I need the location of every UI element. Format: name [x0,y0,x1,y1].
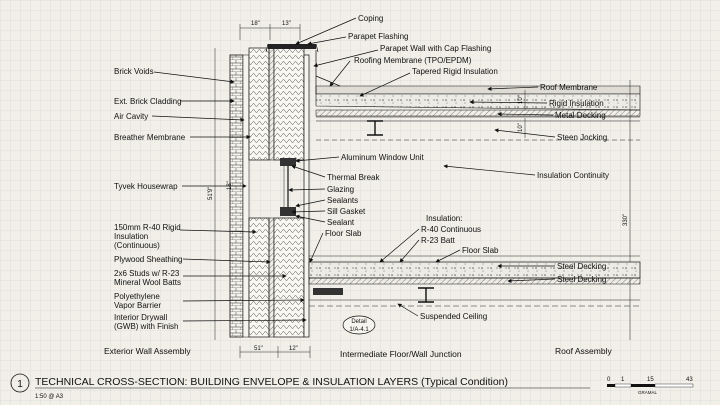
sheathing-lower [268,217,275,338]
label-studs-2: Mineral Wool Batts [114,278,181,287]
drywall-layer [303,54,310,338]
label-vapor-barrier: Vapor Barrier [114,301,161,310]
label-insulation-continuity: Insulation Continuity [537,171,609,180]
label-studs: 2x6 Studs w/ R-23 [114,269,180,278]
leader-lines [151,17,556,323]
rigid-insulation-lower [248,217,270,338]
detail-callout-title: Detail [351,319,366,325]
label-roof-membrane: Roof Membrane [540,83,598,92]
label-sealants: Sealants [327,196,358,205]
dim-roof-height: 330" [623,214,629,226]
right-labels: Roof Membrane Rigid Insulation Metal Dec… [537,83,609,284]
section-title-floor: Intermediate Floor/Wall Junction [340,349,462,359]
label-metal-decking: Metal Decking [555,111,606,120]
label-parapet-flashing: Parapet Flashing [348,32,408,41]
label-rigid-insulation-right: Rigid Insulation [549,99,604,108]
dim-roof-a: 10" [518,95,524,104]
dim-overall-height: 51'9" [208,187,214,200]
dim-roof-b: 10" [518,123,524,132]
label-thermal-break: Thermal Break [327,173,380,182]
label-drywall-2: (GWB) with Finish [114,322,178,331]
label-tyvek-housewrap: Tyvek Housewrap [114,182,178,191]
label-rigid-insulation: 150mm R-40 Rigid [114,223,181,232]
left-labels: Brick Voids Ext. Brick Cladding Air Cavi… [114,67,186,331]
drawing-number-circle [10,373,30,393]
edge-angle [313,288,343,295]
label-floor-slab-2: Floor Slab [462,246,499,255]
dim-top-left: 18" [251,21,260,27]
title-block: 1 TECHNICAL CROSS-SECTION: BUILDING ENVE… [10,373,590,400]
label-rigid-insulation-3: (Continuous) [114,241,160,250]
section-title-exterior: Exterior Wall Assembly [104,346,191,356]
label-floor-slab: Floor Slab [325,229,362,238]
center-labels: Coping Parapet Flashing Parapet Wall wit… [325,14,499,321]
window-sill [280,207,296,216]
dim-mid: 18" [227,181,233,190]
label-aluminum-window: Aluminum Window Unit [341,153,424,162]
detail-callout-ref: 1/A-4.1 [349,327,369,333]
label-ext-brick-cladding: Ext. Brick Cladding [114,97,182,106]
sheathing-upper [268,47,275,161]
floor-assembly [308,255,641,307]
label-breather-membrane: Breather Membrane [114,133,186,142]
coping-drips [265,43,319,53]
dim-bottom-right: 12" [289,346,298,352]
label-steel-decking-1: Steel Decking [557,262,606,271]
stud-cavity-upper [273,47,305,161]
steel-deck-layer [308,277,641,285]
label-tapered-insulation: Tapered Rigid Insulation [412,67,498,76]
label-steen-jocking: Steen Jocking [557,133,607,142]
detail-callout[interactable]: Detail 1/A-4.1 [342,315,376,335]
label-roofing-membrane: Roofing Membrane (TPO/EPDM) [354,56,472,65]
label-insulation-heading: Insulation: [426,214,462,223]
scale-bar-label: GRAMAL [638,390,658,395]
label-coping: Coping [358,14,383,23]
label-glazing: Glazing [327,185,354,194]
roof-assembly [315,50,641,340]
scale-tick-1: 1 [621,377,625,383]
label-brick-voids: Brick Voids [114,67,154,76]
detail-callout-bubble [342,315,376,335]
label-air-cavity: Air Cavity [114,112,148,121]
label-drywall: Interior Drywall [114,313,168,322]
label-steel-decking-2: Steel Decking [557,275,606,284]
label-sill-gasket: Sill Gasket [327,207,366,216]
section-titles: Exterior Wall Assembly Intermediate Floo… [104,346,612,359]
label-parapet-wall: Parapet Wall with Cap Flashing [380,44,491,53]
air-cavity-space [242,54,250,338]
brick-cladding [229,54,244,338]
label-r23-batt: R-23 Batt [421,236,456,245]
scale-bar: 0 1 15 43 GRAMAL [607,377,693,395]
window-head [280,158,296,166]
section-title-roof: Roof Assembly [555,346,612,356]
coping-cap [268,44,316,49]
exterior-wall [214,24,319,358]
rigid-insulation-upper [248,47,270,161]
label-plywood-sheathing: Plywood Sheathing [114,255,183,264]
scale-tick-0: 0 [607,377,611,383]
dim-top-right: 13" [282,21,291,27]
label-r40-continuous: R-40 Continuous [421,225,481,234]
dimension-labels: 18" 13" 51'9" 18" 10" 10" 330" 51" 12" [208,21,629,352]
label-suspended-ceiling: Suspended Ceiling [420,312,487,321]
scale-tick-2: 15 [647,377,654,383]
label-rigid-insulation-2: Insulation [114,232,148,241]
stud-cavity-lower [273,217,305,338]
label-sealant: Sealant [327,218,355,227]
metal-deck-layer [315,109,641,117]
floor-beam [418,287,434,303]
drawing-title: TECHNICAL CROSS-SECTION: BUILDING ENVELO… [35,376,508,388]
drawing-number: 1 [17,379,23,390]
scale-tick-3: 43 [686,377,693,383]
dim-bottom-left: 51" [254,346,263,352]
label-polyethylene: Polyethylene [114,292,160,301]
drawing-scale: 1:50 @ A3 [35,394,64,400]
